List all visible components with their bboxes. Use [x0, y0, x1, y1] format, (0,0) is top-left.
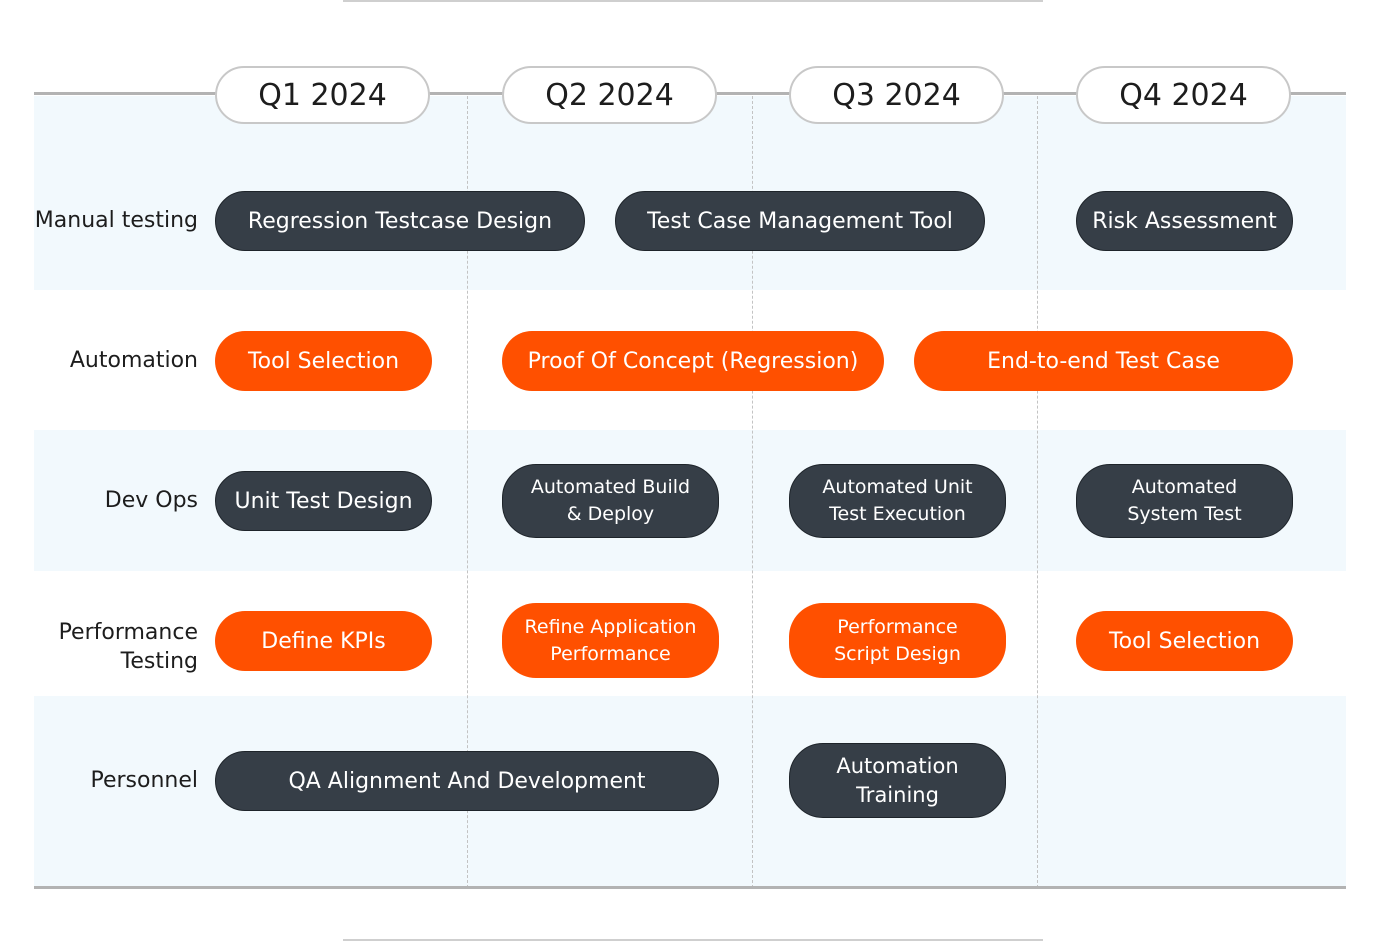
task-label: Risk Assessment [1092, 208, 1277, 234]
row-label-dev-ops: Dev Ops [20, 480, 198, 520]
task-label: Regression Testcase Design [247, 208, 553, 234]
row-label-text: Personnel [90, 767, 198, 793]
task-test-case-management-tool: Test Case Management Tool [615, 191, 985, 251]
task-label: QA Alignment And Development [288, 768, 646, 794]
task-label: Automated Unit Test Execution [822, 476, 973, 525]
row-label-text: Performance Testing [58, 620, 198, 674]
task-proof-of-concept: Proof Of Concept (Regression) [502, 331, 884, 391]
top-divider [343, 0, 1043, 2]
quarter-header-q2: Q2 2024 [502, 66, 717, 124]
task-automated-build-deploy: Automated Build & Deploy [502, 464, 719, 538]
task-label: Refine Application Performance [524, 615, 697, 665]
task-qa-alignment-and-development: QA Alignment And Development [215, 751, 719, 811]
task-label: Automated Build & Deploy [530, 476, 691, 525]
task-risk-assessment: Risk Assessment [1076, 191, 1293, 251]
task-label: Performance Script Design [834, 615, 961, 665]
task-refine-application-performance: Refine Application Performance [502, 603, 719, 678]
row-label-manual-testing: Manual testing [20, 200, 198, 240]
task-label: End-to-end Test Case [987, 348, 1220, 374]
quarter-separator [1037, 96, 1038, 888]
task-unit-test-design: Unit Test Design [215, 471, 432, 531]
task-performance-script-design: Performance Script Design [789, 603, 1006, 678]
task-label: Test Case Management Tool [647, 208, 953, 234]
task-define-kpis: Define KPIs [215, 611, 432, 671]
task-label: Proof Of Concept (Regression) [527, 348, 859, 374]
row-label-personnel: Personnel [20, 760, 198, 800]
timeline-baseline [34, 886, 1346, 889]
quarter-header-q3: Q3 2024 [789, 66, 1004, 124]
row-label-performance-testing: Performance Testing [20, 616, 198, 678]
quarter-header-q1: Q1 2024 [215, 66, 430, 124]
quarter-separator [752, 96, 753, 888]
task-automated-unit-test-execution: Automated Unit Test Execution [789, 464, 1006, 538]
row-label-text: Manual testing [34, 207, 198, 233]
row-label-automation: Automation [20, 340, 198, 380]
task-tool-selection-automation: Tool Selection [215, 331, 432, 391]
quarter-header-q4: Q4 2024 [1076, 66, 1291, 124]
task-label: Tool Selection [1108, 628, 1261, 654]
task-end-to-end-test-case: End-to-end Test Case [914, 331, 1293, 391]
task-label: Automated System Test [1127, 476, 1242, 525]
task-automation-training: Automation Training [789, 743, 1006, 818]
row-label-text: Dev Ops [104, 487, 198, 513]
task-label: Define KPIs [261, 628, 386, 654]
task-label: Automation Training [836, 753, 959, 807]
row-label-text: Automation [69, 347, 198, 373]
task-label: Unit Test Design [234, 488, 413, 514]
task-tool-selection-performance: Tool Selection [1076, 611, 1293, 671]
task-label: Tool Selection [247, 348, 400, 374]
bottom-divider [343, 939, 1043, 941]
task-regression-testcase-design: Regression Testcase Design [215, 191, 585, 251]
task-automated-system-test: Automated System Test [1076, 464, 1293, 538]
quarter-separator [467, 96, 468, 888]
